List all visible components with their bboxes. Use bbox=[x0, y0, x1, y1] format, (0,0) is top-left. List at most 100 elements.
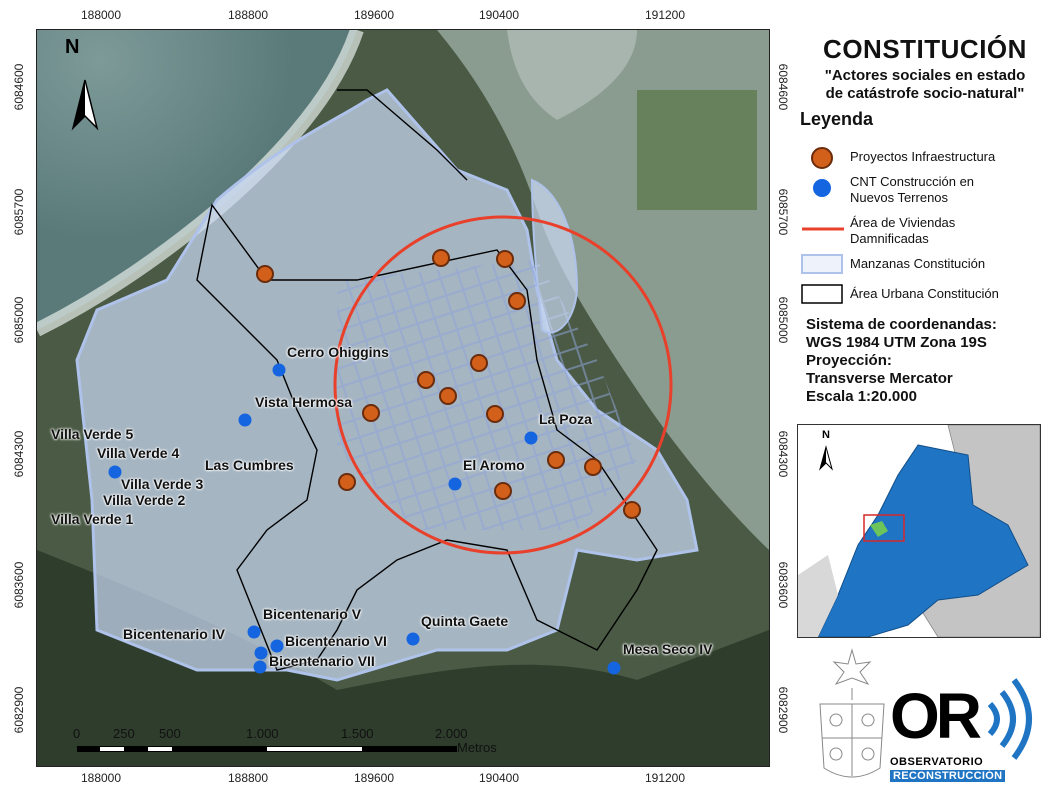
cnt-point bbox=[607, 661, 621, 675]
inset-extent-box bbox=[863, 514, 905, 542]
crs-line: Transverse Mercator bbox=[806, 370, 953, 387]
infra-point bbox=[623, 501, 641, 519]
legend-item-urban: Área Urbana Constitución bbox=[800, 282, 1050, 306]
place-label: La Poza bbox=[539, 411, 592, 427]
main-map[interactable]: N 0 250 500 1.000 1.500 2.000 Metros Cer… bbox=[36, 29, 770, 767]
place-label: Quinta Gaete bbox=[421, 613, 509, 629]
y-tick-left: 6084300 bbox=[12, 430, 26, 478]
place-label: Villa Verde 3 bbox=[121, 476, 204, 492]
scale-unit: Metros bbox=[457, 740, 497, 755]
legend-item-blocks: Manzanas Constitución bbox=[800, 252, 1050, 276]
subtitle-line: de catástrofe socio-natural" bbox=[825, 85, 1025, 102]
logos-area: OR OBSERVATORIO RECONSTRUCCIÓN bbox=[812, 648, 1042, 788]
scale-bar bbox=[77, 746, 457, 752]
x-tick-top: 191200 bbox=[644, 8, 686, 22]
y-tick-left: 6082900 bbox=[12, 686, 26, 734]
y-tick-right: 6085700 bbox=[776, 188, 790, 236]
scale-label: 1.500 bbox=[341, 726, 374, 741]
inset-city-highlight bbox=[870, 521, 888, 537]
legend-panel: CONSTITUCIÓN "Actores sociales en estado… bbox=[800, 34, 1050, 130]
place-label: Villa Verde 4 bbox=[97, 445, 180, 461]
y-tick-right: 6082900 bbox=[776, 686, 790, 734]
place-label: Bicentenario IV bbox=[123, 626, 225, 642]
y-tick-left: 6083600 bbox=[12, 561, 26, 609]
place-label: Las Cumbres bbox=[205, 457, 294, 473]
cnt-point bbox=[270, 639, 284, 653]
place-label: Villa Verde 2 bbox=[103, 492, 186, 508]
coordinate-system-info: Sistema de coordenandas: WGS 1984 UTM Zo… bbox=[806, 316, 997, 406]
blue-circle-icon bbox=[813, 179, 831, 197]
place-label: El Aromo bbox=[463, 457, 525, 473]
north-label: N bbox=[65, 36, 80, 58]
light-blue-box-icon bbox=[801, 254, 843, 274]
infra-point bbox=[584, 458, 602, 476]
red-line-icon bbox=[802, 227, 844, 231]
legend-label: Nuevos Terrenos bbox=[850, 190, 949, 205]
crs-line: Sistema de coordenandas: bbox=[806, 316, 997, 333]
observatorio-logo: OR OBSERVATORIO RECONSTRUCCIÓN bbox=[890, 674, 1040, 784]
place-label: Bicentenario VII bbox=[269, 653, 375, 669]
legend-heading: Leyenda bbox=[800, 109, 874, 129]
cnt-point bbox=[238, 413, 252, 427]
y-tick-right: 6085000 bbox=[776, 296, 790, 344]
cnt-point bbox=[247, 625, 261, 639]
crs-line: WGS 1984 UTM Zona 19S bbox=[806, 334, 987, 351]
infra-point bbox=[508, 292, 526, 310]
map-canvas bbox=[37, 30, 769, 766]
university-seal-icon bbox=[819, 648, 885, 778]
sand-spit bbox=[530, 178, 579, 334]
river-bank bbox=[507, 30, 637, 120]
infra-point bbox=[338, 473, 356, 491]
infra-point bbox=[362, 404, 380, 422]
legend-label: Manzanas Constitución bbox=[850, 256, 986, 271]
crs-line: Proyección: bbox=[806, 352, 892, 369]
x-tick-bottom: 191200 bbox=[644, 771, 686, 785]
logo-or-text: OR bbox=[890, 680, 982, 752]
cnt-points bbox=[108, 363, 621, 675]
inset-sea bbox=[798, 555, 838, 637]
x-tick-top: 188800 bbox=[227, 8, 269, 22]
y-tick-left: 6085000 bbox=[12, 296, 26, 344]
inset-map[interactable]: N bbox=[797, 424, 1041, 638]
legend-label: Área Urbana Constitución bbox=[850, 286, 999, 301]
place-label: Bicentenario V bbox=[263, 606, 362, 622]
place-label: Mesa Seco IV bbox=[623, 641, 713, 657]
crs-line: Escala 1:20.000 bbox=[806, 388, 917, 405]
infra-point bbox=[439, 387, 457, 405]
legend-item-infra: Proyectos Infraestructura bbox=[800, 146, 1050, 170]
x-tick-bottom: 190400 bbox=[478, 771, 520, 785]
green-field bbox=[637, 90, 757, 210]
urban-boundary bbox=[196, 203, 658, 671]
scale-label: 250 bbox=[113, 726, 135, 741]
y-tick-right: 6083600 bbox=[776, 561, 790, 609]
y-tick-right: 6084600 bbox=[776, 63, 790, 111]
inset-canvas bbox=[798, 425, 1040, 637]
inset-north-label: N bbox=[822, 429, 830, 441]
cnt-point bbox=[254, 646, 268, 660]
legend-label: Damnificadas bbox=[850, 231, 929, 246]
cnt-point bbox=[108, 465, 122, 479]
map-subtitle: "Actores sociales en estado de catástrof… bbox=[800, 67, 1050, 103]
logo-line1: OBSERVATORIO bbox=[890, 756, 984, 768]
infra-point bbox=[496, 250, 514, 268]
x-tick-top: 188000 bbox=[80, 8, 122, 22]
infrastructure-points bbox=[256, 249, 641, 519]
legend-item-cnt: CNT Construcción en Nuevos Terrenos bbox=[800, 172, 1050, 208]
legend-label: Área de Viviendas bbox=[850, 215, 956, 230]
cnt-point bbox=[448, 477, 462, 491]
place-label: Cerro Ohiggins bbox=[287, 344, 389, 360]
ocean-area bbox=[37, 30, 357, 330]
scale-label: 2.000 bbox=[435, 726, 468, 741]
infra-point bbox=[547, 451, 565, 469]
legend-label: Proyectos Infraestructura bbox=[850, 149, 996, 164]
infra-point bbox=[256, 265, 274, 283]
place-label: Villa Verde 1 bbox=[51, 511, 134, 527]
x-tick-top: 190400 bbox=[478, 8, 520, 22]
place-label: Vista Hermosa bbox=[255, 394, 353, 410]
legend-item-damage: Área de Viviendas Damnificadas bbox=[800, 214, 1050, 250]
damaged-housing-area bbox=[333, 215, 673, 555]
place-label: Bicentenario VI bbox=[285, 633, 387, 649]
y-tick-right: 6084300 bbox=[776, 430, 790, 478]
signal-waves-icon bbox=[987, 678, 1032, 760]
y-tick-left: 6085700 bbox=[12, 188, 26, 236]
